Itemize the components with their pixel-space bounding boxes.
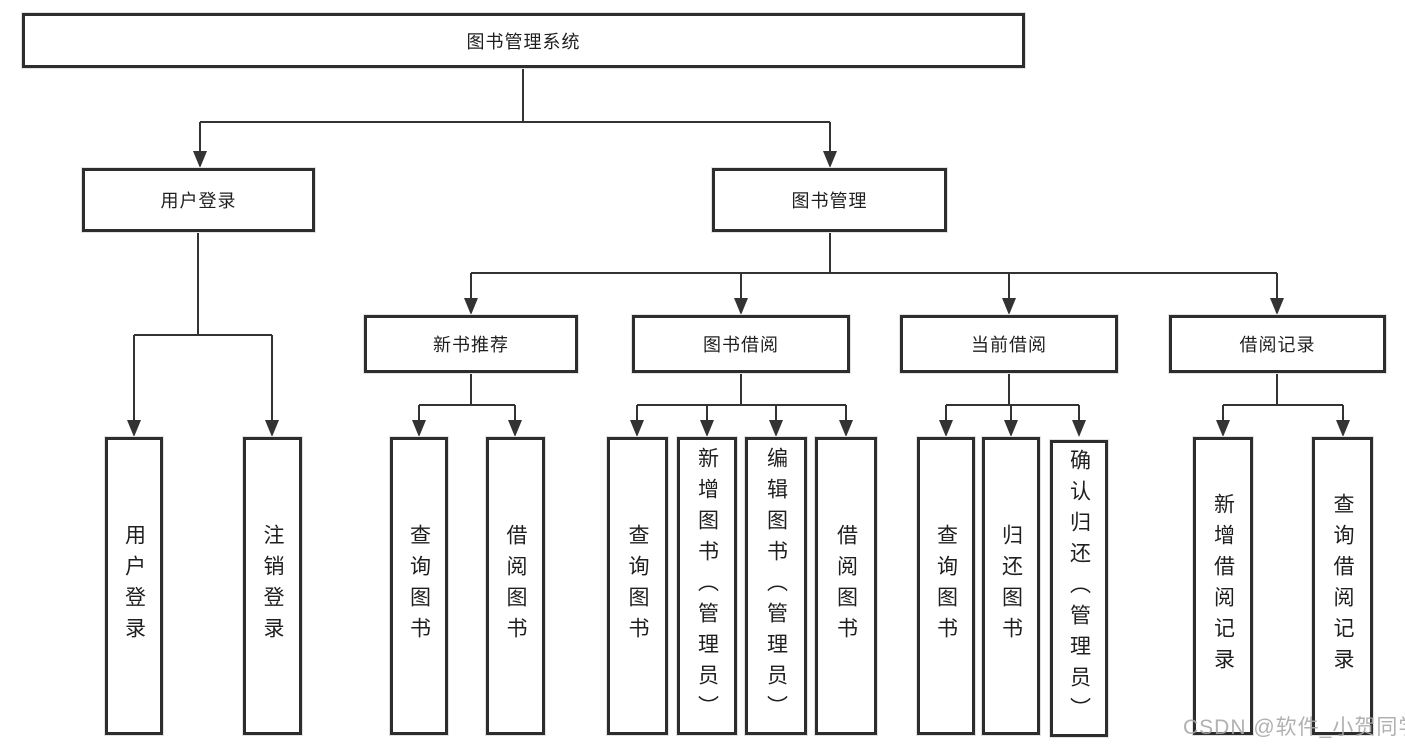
leaf-borrowing-query-books: 查询图书: [607, 437, 668, 735]
node-label: 新书推荐: [433, 335, 509, 355]
node-label: 当前借阅: [971, 335, 1047, 355]
node-label: 编辑图书（管理员）: [764, 446, 788, 726]
node-label: 新增图书（管理员）: [695, 446, 719, 726]
node-book-management: 图书管理: [712, 168, 947, 232]
node-user-login: 用户登录: [82, 168, 315, 232]
node-label: 图书借阅: [703, 335, 779, 355]
node-label: 确认归还（管理员）: [1067, 449, 1091, 728]
node-label: 查询借阅记录: [1331, 493, 1355, 679]
leaf-current-query-books: 查询图书: [917, 437, 975, 735]
node-label: 图书管理: [791, 191, 868, 211]
leaf-records-query-borrow-record: 查询借阅记录: [1312, 437, 1373, 735]
leaf-borrowing-borrow-books: 借阅图书: [815, 437, 877, 735]
node-label: 借阅图书: [504, 524, 528, 648]
leaf-records-add-borrow-record: 新增借阅记录: [1193, 437, 1253, 735]
node-new-book-recommendation: 新书推荐: [364, 315, 578, 373]
leaf-current-return-books: 归还图书: [982, 437, 1040, 735]
leaf-newrec-query-books: 查询图书: [390, 437, 448, 735]
node-current-borrowing: 当前借阅: [900, 315, 1118, 373]
node-label: 用户登录: [160, 191, 237, 211]
leaf-newrec-borrow-books: 借阅图书: [486, 437, 545, 735]
node-label: 图书管理系统: [466, 31, 581, 52]
node-label: 查询图书: [407, 524, 431, 648]
node-label: 借阅图书: [834, 524, 858, 648]
node-label: 查询图书: [934, 524, 958, 648]
connector-new-book-rec-to-leaves: [412, 373, 522, 437]
node-book-borrowing: 图书借阅: [632, 315, 850, 373]
connector-root-to-level2: [193, 68, 837, 168]
node-label: 借阅记录: [1239, 335, 1316, 355]
connector-current-borrowing-to-leaves: [939, 373, 1086, 437]
leaf-logout: 注销登录: [243, 437, 302, 735]
node-label: 查询图书: [626, 524, 650, 648]
node-label: 注销登录: [261, 524, 285, 648]
connector-user-login-to-leaves: [127, 232, 279, 437]
node-label: 归还图书: [999, 524, 1023, 648]
leaf-user-login: 用户登录: [105, 437, 163, 735]
csdn-watermark: CSDN @软件_小贺同学: [1183, 716, 1405, 739]
leaf-current-confirm-return-admin: 确认归还（管理员）: [1050, 440, 1108, 737]
leaf-borrowing-edit-books-admin: 编辑图书（管理员）: [745, 437, 807, 735]
connector-book-mgmt-to-level3: [464, 232, 1284, 315]
connector-book-borrowing-to-leaves: [630, 373, 853, 437]
node-borrowing-records: 借阅记录: [1169, 315, 1386, 373]
node-label: 新增借阅记录: [1211, 493, 1235, 679]
node-root-library-system: 图书管理系统: [22, 13, 1025, 68]
leaf-borrowing-add-books-admin: 新增图书（管理员）: [677, 437, 737, 735]
node-label: 用户登录: [122, 524, 146, 648]
connector-borrowing-records-to-leaves: [1216, 373, 1350, 437]
